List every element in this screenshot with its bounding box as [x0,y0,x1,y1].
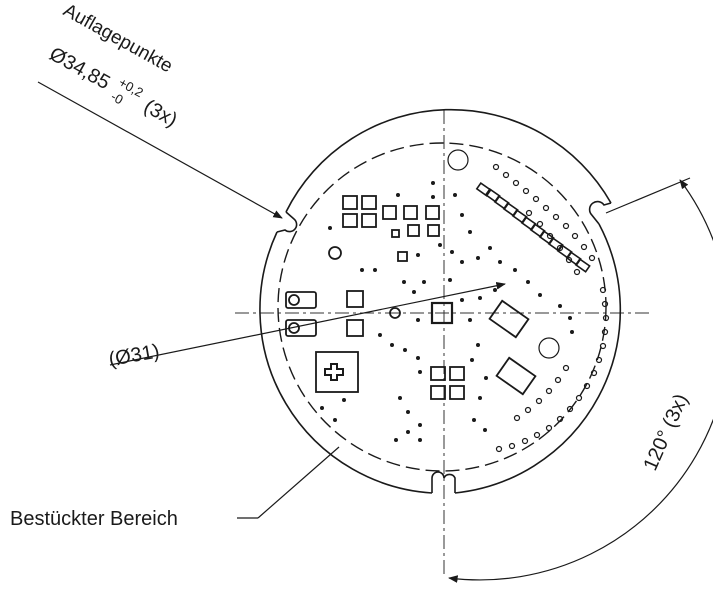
board-outline [259,108,622,494]
center-lines [235,110,650,575]
inner-diameter-leader [109,281,506,366]
populated-area-boundary [277,142,607,472]
populated-area-leader [237,446,340,519]
contact-point-leader [37,81,283,219]
angle-dimension [448,177,713,583]
populated-area-label: Bestückter Bereich [10,508,178,530]
main-diameter-label: Ø34,85 [46,43,114,94]
components [285,149,560,400]
small-vias [320,181,574,442]
angle-label: 120° (3x) [639,391,692,474]
inner-diameter-label: (Ø31) [107,340,161,371]
edge-connector [475,181,591,273]
contact-count-label: (3x) [140,95,181,131]
